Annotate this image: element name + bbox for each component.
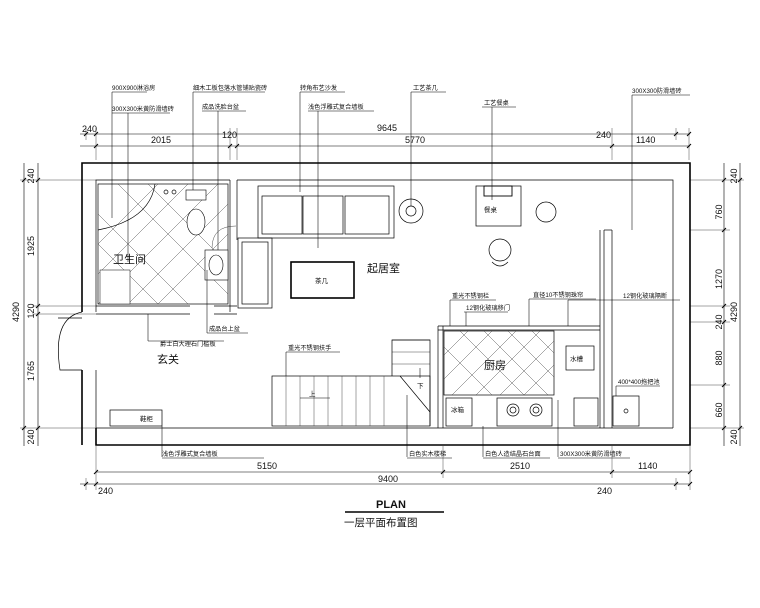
note-bottom-floor: 浅色浮雕式复合墙板	[162, 450, 218, 458]
top-annotations: 900X900淋浴房 300X300米黄防滑墙砖 细木工板包落水管铺贴瓷砖 成品…	[111, 84, 690, 262]
dim-left-seg2: 120	[26, 303, 36, 318]
label-shoe-cabinet: 鞋柜	[140, 414, 154, 423]
note-mop-pool: 400*400拖把池	[618, 378, 660, 386]
label-dining: 餐桌	[484, 205, 498, 214]
room-kitchen: 厨房	[484, 359, 506, 372]
plan-title: PLAN	[376, 499, 406, 511]
dim-top-outer-right: 240	[596, 130, 611, 140]
dim-top-outer-left: 240	[82, 124, 97, 134]
note-tea-table: 工艺茶几	[413, 84, 438, 92]
label-stairs-up: 上	[309, 389, 316, 398]
note-shower: 900X900淋浴房	[112, 84, 155, 92]
note-bath-floor: 300X300米黄防滑墙砖	[112, 105, 174, 113]
dim-top-seg3: 5770	[405, 135, 425, 145]
room-entry: 玄关	[157, 352, 179, 366]
note-marble-sill: 爵士白大理石门槛板	[160, 340, 216, 348]
dim-left-seg1: 1925	[26, 236, 36, 256]
dim-bottom-seg3: 1140	[638, 461, 657, 471]
dim-right-seg1: 760	[714, 204, 724, 219]
dim-top-total: 9645	[377, 123, 397, 133]
dim-right-seg2: 1270	[714, 269, 724, 289]
dim-right-top: 240	[729, 168, 739, 183]
bathroom: 卫生间	[97, 183, 237, 305]
dim-bottom-seg1: 5150	[257, 461, 277, 471]
dim-right-seg3: 240	[714, 314, 724, 329]
dim-top-seg1: 2015	[151, 135, 171, 145]
room-living: 起居室	[367, 261, 400, 275]
left-dimensions: 4290 240 1925 120 1765 240	[11, 163, 96, 446]
dim-bottom-outer-left: 240	[98, 486, 113, 496]
kitchen: 冰箱 水槽 厨房	[443, 330, 640, 427]
label-fridge: 冰箱	[451, 405, 465, 414]
note-stair-wood: 白色实木楼梯	[409, 450, 446, 458]
dim-top-seg2: 120	[222, 130, 237, 140]
top-dimensions: 240 9645 240 2015 120 5770 1140	[80, 123, 692, 160]
bottom-annotations: 浅色浮雕式复合墙板 白色实木楼梯 白色人造结晶石台面 300X300米黄防滑墙砖	[161, 395, 630, 459]
living-room: 茶几 餐桌 起居室	[237, 185, 557, 309]
note-kitchen-wall: 300X300防滑墙砖	[632, 87, 682, 95]
note-basin: 成品洗脸台盆	[202, 103, 239, 111]
dim-right-seg4: 880	[714, 350, 724, 365]
dim-right-bottom: 240	[729, 429, 739, 444]
walls	[81, 162, 691, 446]
note-steel-stair: 重光不锈钢栏	[452, 292, 489, 300]
label-tea-table: 茶几	[315, 276, 329, 285]
note-glass-door: 12钢化玻璃移门	[466, 304, 510, 312]
entry-stairs: 鞋柜 上 下 玄关	[57, 311, 431, 427]
note-bottom-tile: 300X300米黄防滑墙砖	[560, 450, 622, 458]
plan-subtitle: 一层平面布置图	[344, 517, 418, 529]
label-stairs-down: 下	[417, 382, 424, 390]
note-glass-partition: 12钢化玻璃隔断	[623, 292, 667, 300]
dim-top-seg4: 1140	[636, 135, 655, 145]
interior-annotations: 重光不锈钢栏 12钢化玻璃移门 直径10不锈钢珠帘 12钢化玻璃隔断 成品台上盆…	[147, 270, 680, 396]
note-counter-top: 白色人造结晶石台面	[485, 450, 541, 458]
dim-left-bottom: 240	[26, 429, 36, 444]
dim-bottom-seg2: 2510	[510, 461, 530, 471]
room-bathroom: 卫生间	[113, 252, 146, 266]
note-rail-kitchen: 直径10不锈钢珠帘	[533, 291, 583, 299]
note-floor-wood: 浅色浮雕式复合墙板	[308, 103, 364, 111]
note-wood-board: 细木工板包落水管铺贴瓷砖	[193, 84, 267, 92]
dim-bottom-total: 9400	[378, 474, 398, 484]
dim-right-seg5: 660	[714, 402, 724, 417]
note-dining: 工艺餐桌	[484, 99, 509, 107]
dim-right-total: 4290	[729, 302, 739, 322]
note-handrail: 重光不锈钢扶手	[288, 344, 331, 352]
bottom-dimensions: 5150 2510 1140 9400 240 240	[80, 446, 693, 496]
note-counter: 成品台上盆	[209, 325, 240, 333]
label-sink: 水槽	[570, 354, 584, 363]
dim-left-seg3: 1765	[26, 361, 36, 381]
dim-left-total: 4290	[11, 302, 21, 322]
right-dimensions: 240 4290 760 1270 240 880 660 240	[690, 163, 744, 446]
dim-bottom-outer-right: 240	[597, 486, 612, 496]
dim-left-top: 240	[26, 168, 36, 183]
drawing-title: PLAN 一层平面布置图	[344, 499, 444, 529]
note-sofa: 转角布艺沙发	[300, 84, 337, 92]
